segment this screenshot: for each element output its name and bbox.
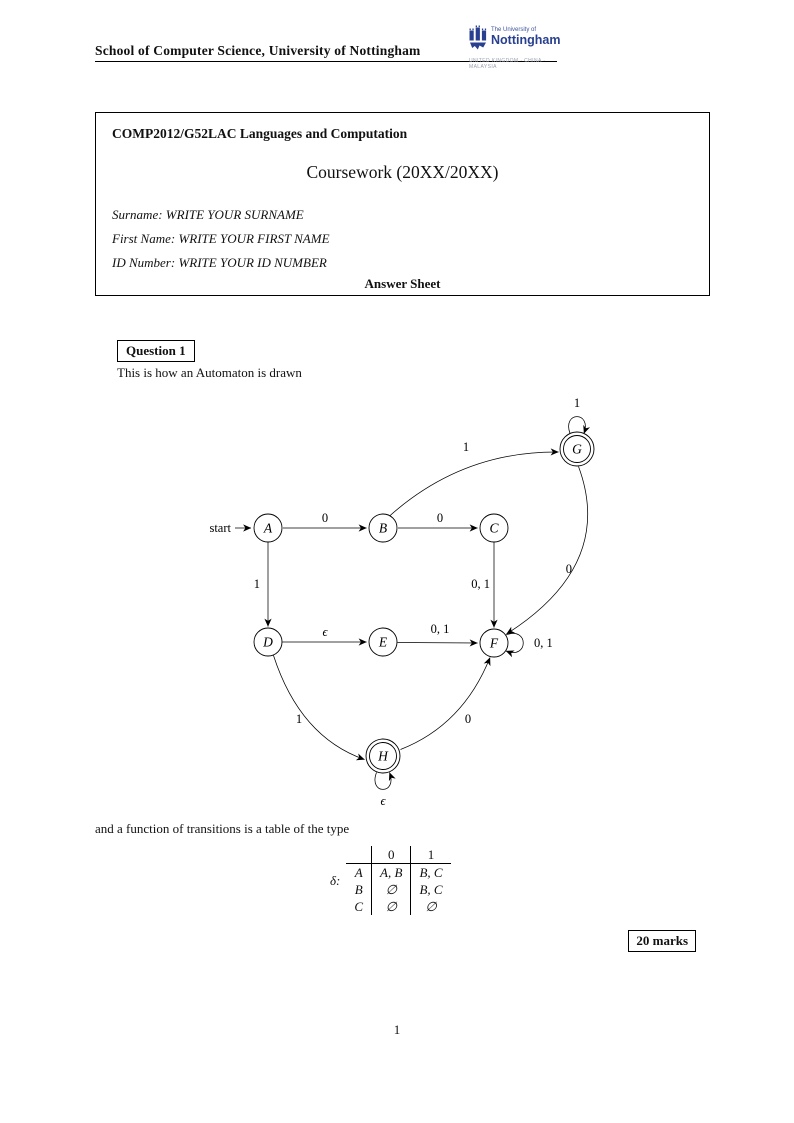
edge-A-D: 1 (254, 542, 272, 627)
edge-H-F: 0 (400, 657, 491, 750)
field-value: WRITE YOUR SURNAME (165, 207, 304, 222)
edge-label: 0 (566, 562, 572, 576)
svg-text:E: E (378, 635, 388, 650)
state-D: D (253, 627, 283, 657)
header-rule (95, 61, 557, 63)
state-A: A (253, 513, 283, 543)
field-label: Surname: (112, 207, 163, 222)
table-header-row: 0 1 (346, 846, 451, 864)
title-box: COMP2012/G52LAC Languages and Computatio… (95, 112, 710, 296)
edge-label: 0, 1 (431, 622, 450, 636)
edge-label: 1 (296, 712, 302, 726)
edge-H-self-loop: ϵ (374, 772, 396, 808)
svg-text:D: D (262, 635, 273, 650)
coursework-title: Coursework (20XX/20XX) (306, 162, 499, 182)
edge-label: 0 (465, 712, 471, 726)
uon-logo: The University of Nottingham (469, 24, 560, 51)
edge-G-self-loop: 1 (568, 396, 591, 434)
header-empty-cell (346, 846, 373, 864)
question-intro: This is how an Automaton is drawn (117, 365, 302, 380)
edge-A-B: 0 (283, 511, 367, 532)
castle-icon (469, 25, 487, 50)
answer-sheet-label: Answer Sheet (364, 276, 441, 291)
table-intro: and a function of transitions is a table… (95, 821, 350, 836)
first-name-field: First Name: WRITE YOUR FIRST NAME (112, 231, 330, 247)
header-col-1: 1 (410, 846, 451, 864)
header-col-0: 0 (371, 846, 412, 864)
row-state: A (346, 863, 373, 881)
course-title: COMP2012/G52LAC Languages and Computatio… (112, 126, 408, 141)
row-state: C (346, 898, 373, 915)
question-1-label: Question 1 (117, 340, 195, 362)
edge-D-E: ϵ (282, 625, 367, 646)
edge-C-F: 0, 1 (471, 542, 498, 628)
svg-text:H: H (377, 749, 389, 764)
row-on0: ∅ (371, 898, 412, 915)
edge-G-F: 0 (506, 466, 589, 635)
logo-line2: Nottingham (491, 33, 561, 47)
transition-table: 0 1 A A, B B, C B ∅ B, C C ∅ ∅ (346, 846, 451, 915)
table-row: A A, B B, C (346, 863, 450, 881)
svg-text:F: F (489, 636, 499, 651)
start-label: start (209, 521, 231, 535)
state-H-accepting: H (365, 738, 401, 774)
edge-label: 0, 1 (534, 636, 553, 650)
edge-label: 0 (322, 511, 328, 525)
transition-function: δ: 0 1 A A, B B, C B ∅ B, C C ∅ ∅ (330, 846, 451, 915)
edge-B-G: 1 (388, 440, 559, 517)
field-label: ID Number: (112, 255, 176, 270)
row-on1: B, C (419, 882, 443, 897)
logo-caption: UNITED KINGDOM · CHINA · MALAYSIA (469, 58, 546, 70)
edge-label: ϵ (380, 794, 386, 808)
edge-E-F: 0, 1 (397, 622, 478, 647)
edge-label: 1 (574, 396, 580, 410)
svg-text:C: C (489, 521, 499, 536)
state-F: F (479, 628, 509, 658)
state-C: C (479, 513, 509, 543)
row-on1: ∅ (425, 899, 437, 914)
edge-B-C: 0 (398, 511, 478, 532)
row-on1: B, C (419, 865, 443, 880)
marks-badge: 20 marks (628, 930, 696, 952)
svg-text:A: A (263, 521, 273, 536)
edge-label: 1 (254, 577, 260, 591)
field-value: WRITE YOUR FIRST NAME (178, 231, 330, 246)
table-row: C ∅ ∅ (346, 898, 450, 915)
page-number: 1 (393, 1022, 401, 1037)
delta-label: δ: (330, 872, 341, 888)
edge-F-self-loop: 0, 1 (505, 633, 553, 658)
table-row: B ∅ B, C (346, 881, 450, 898)
svg-text:G: G (572, 442, 582, 457)
state-B: B (368, 513, 398, 543)
start-arrow: start (209, 521, 252, 535)
logo-line1: The University of (491, 27, 537, 33)
row-on0: ∅ (371, 881, 412, 898)
automaton-diagram: start 0 0 1 1 1 0, 1 ϵ (209, 396, 595, 808)
state-E: E (368, 627, 398, 657)
edge-D-H: 1 (273, 655, 365, 761)
edge-label: 0 (437, 511, 443, 525)
row-state: B (346, 881, 373, 898)
field-label: First Name: (112, 231, 176, 246)
state-G-accepting: G (559, 431, 595, 467)
svg-text:B: B (379, 521, 387, 536)
surname-field: Surname: WRITE YOUR SURNAME (112, 207, 304, 223)
row-on0: A, B (371, 863, 412, 881)
logo-text: The University of Nottingham (491, 24, 560, 47)
edge-label: ϵ (322, 625, 328, 639)
id-number-field: ID Number: WRITE YOUR ID NUMBER (112, 255, 327, 271)
field-value: WRITE YOUR ID NUMBER (178, 255, 327, 270)
edge-label: 1 (463, 440, 469, 454)
edge-label: 0, 1 (471, 577, 490, 591)
header-school-title: School of Computer Science, University o… (95, 43, 421, 58)
